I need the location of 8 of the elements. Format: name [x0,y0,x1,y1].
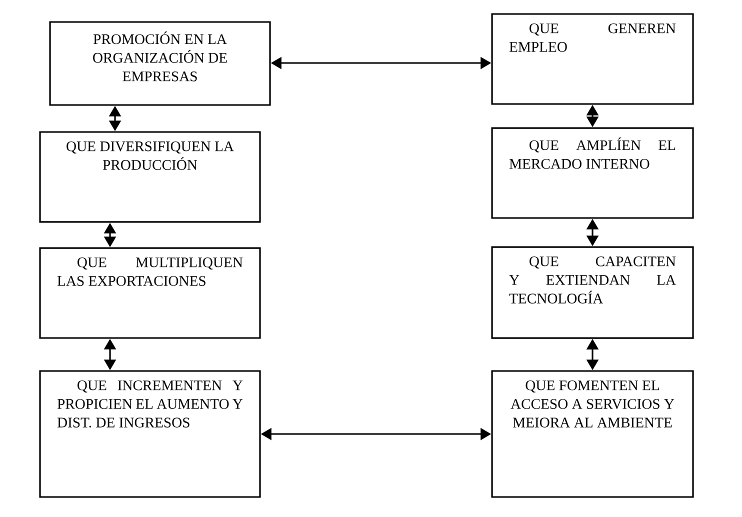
text-box: QUE GENEREN EMPLEO [491,13,694,105]
text-box: QUE AMPLÍEN EL MERCADO INTERNO [491,127,694,219]
text-box: QUE INCREMENTEN Y PROPICIEN EL AUMENTO Y DIST. DE INGRESOS [39,370,261,498]
text-box: QUE FOMENTEN EL ACCESO A SERVICIOS Y MEIORA AL AMBIENTE [491,370,694,498]
text-box: PROMOCIÓN EN LA ORGANIZACIÓN DE EMPRESAS [49,21,271,106]
text-box: QUE CAPACITEN Y EXTIENDAN LA TECNOLOGÍA [491,246,694,339]
text-box: QUE DIVERSIFIQUEN LA PRODUCCIÓN [39,131,261,223]
text-box: QUE MULTIPLIQUEN LAS EXPORTACIONES [39,247,261,339]
